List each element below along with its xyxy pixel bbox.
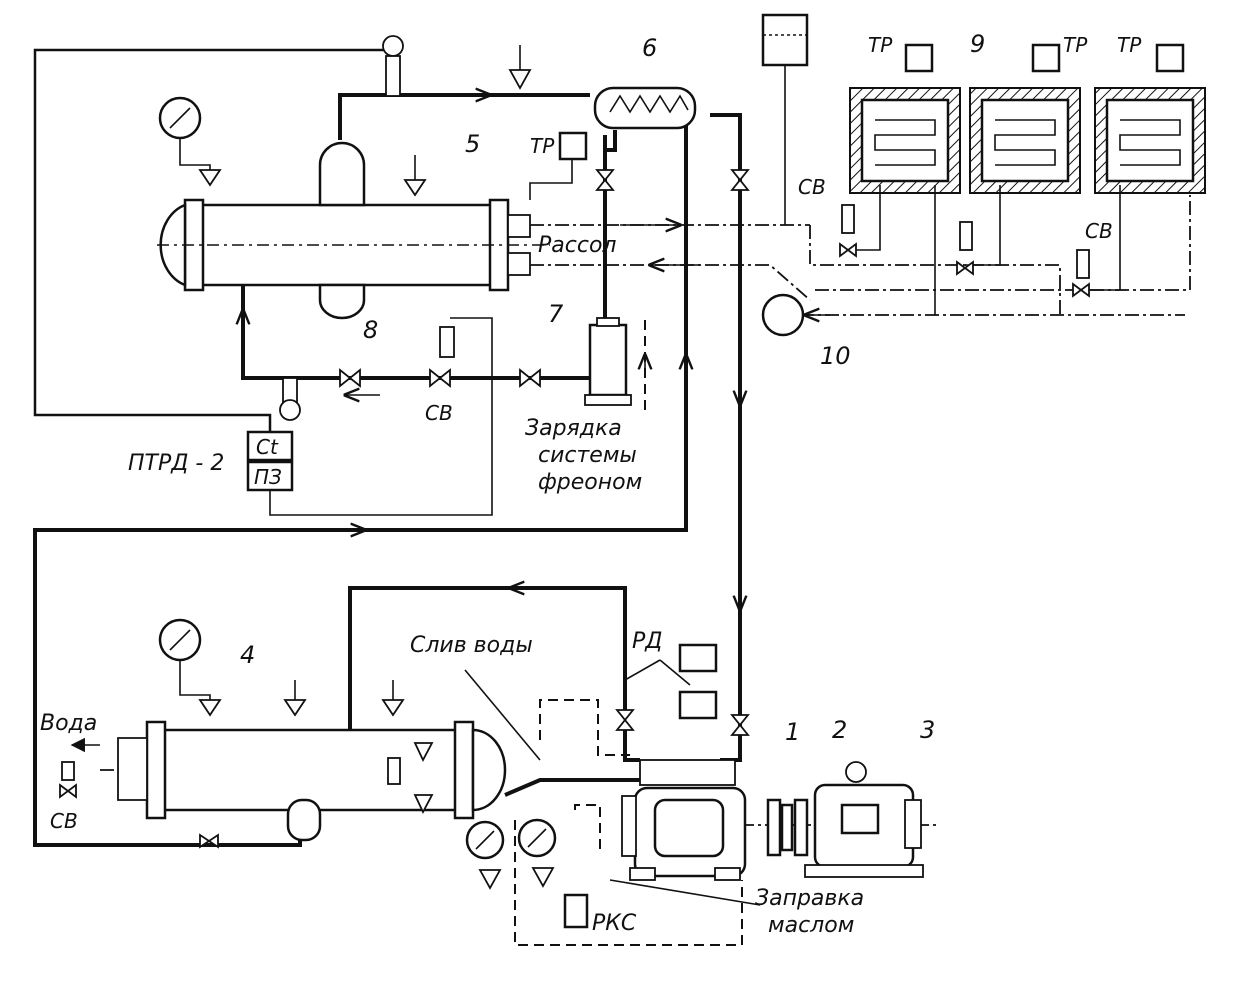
label-charge-2: системы <box>538 443 637 468</box>
label-ptrd: ПТРД - 2 <box>128 451 224 476</box>
label-1: 1 <box>785 718 800 746</box>
label-rks: РКС <box>592 911 637 936</box>
label-4: 4 <box>240 641 255 669</box>
labels: 1 2 3 4 5 6 7 8 9 10 ПТРД - 2 Ct ПЗ Расс… <box>40 30 1142 938</box>
label-rd: РД <box>632 629 662 654</box>
label-oil-2: маслом <box>768 913 854 938</box>
safety-valve <box>283 45 532 717</box>
label-tr-chamber-2: ТР <box>1063 33 1088 57</box>
top-pipework <box>33 48 740 847</box>
label-7: 7 <box>548 300 564 328</box>
label-sv-chamber-3: СВ <box>1085 219 1113 243</box>
thermostat-tr <box>558 43 1185 161</box>
brine-circuit <box>530 185 1191 315</box>
rks-relay <box>563 893 589 929</box>
label-rassol: Рассол <box>538 233 616 258</box>
cold-chambers-9 <box>849 87 1206 194</box>
evaporator-5 <box>157 141 550 320</box>
label-tr-chamber-3: ТР <box>1117 33 1142 57</box>
brine-tank <box>761 13 809 225</box>
solenoid-valve <box>429 326 455 388</box>
label-sv-chamber-1: СВ <box>798 175 826 199</box>
label-tr-chamber-1: ТР <box>868 33 893 57</box>
label-ct: Ct <box>256 435 279 459</box>
label-water: Вода <box>40 711 97 736</box>
valve <box>595 169 750 736</box>
label-3: 3 <box>920 716 935 744</box>
label-oil-1: Заправка <box>755 886 864 911</box>
pressure-switch-element <box>279 35 404 421</box>
label-8: 8 <box>363 316 378 344</box>
suction-gauge <box>465 818 557 890</box>
charging-valve <box>519 368 541 388</box>
pressure-gauge <box>158 618 222 717</box>
motor-3 <box>804 761 924 878</box>
filter-7 <box>584 317 632 406</box>
label-charge-3: фреоном <box>538 470 642 495</box>
heat-exchanger-6 <box>593 86 697 130</box>
relay-block <box>246 430 294 492</box>
label-pz: ПЗ <box>254 465 282 489</box>
coupling-2 <box>766 798 809 857</box>
condenser-4 <box>59 720 507 849</box>
compressor-1 <box>621 759 747 881</box>
label-sv-top: СВ <box>425 401 453 425</box>
label-9: 9 <box>970 30 985 58</box>
pressure-gauge <box>158 96 222 187</box>
label-sv-water: СВ <box>50 809 78 833</box>
rd-pressure-relays <box>678 643 718 720</box>
brine-valves <box>839 204 1090 298</box>
label-2: 2 <box>832 716 847 744</box>
brine-pump-10 <box>761 293 805 337</box>
label-charge-1: Зарядка <box>525 416 622 441</box>
valve <box>339 368 361 388</box>
label-5: 5 <box>465 130 480 158</box>
label-6: 6 <box>642 34 657 62</box>
label-tr-evap: ТР <box>530 134 555 158</box>
label-10: 10 <box>820 342 851 370</box>
label-drain: Слив воды <box>410 633 533 658</box>
